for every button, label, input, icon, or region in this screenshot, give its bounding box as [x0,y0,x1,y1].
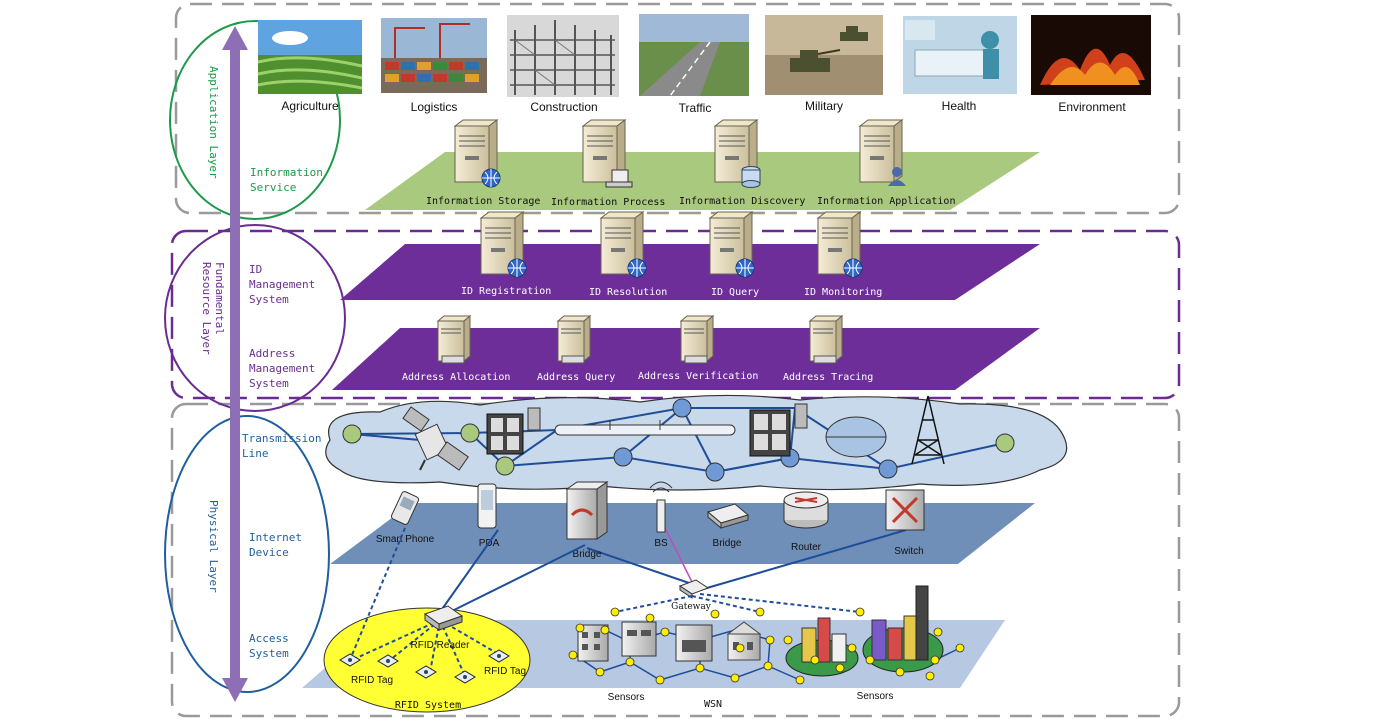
id-query-label: ID Query [711,287,759,298]
info-application-server [859,119,906,186]
info-storage-label: Information Storage [426,196,540,207]
address-allocation-label: Address Allocation [402,372,510,383]
app-caption-agriculture: Agriculture [281,99,339,113]
id-registration-label: ID Registration [461,286,551,297]
building-icon-2 [621,621,657,657]
app-caption-health: Health [942,99,977,113]
info-process-label: Information Process [551,197,665,208]
fundamental-layer-ellipse [164,224,346,412]
device-label-switch: Switch [894,546,923,557]
bridge-icon-right [706,503,750,530]
traffic-image [639,14,749,97]
rfid-tag-label-1: RFID Tag [351,675,393,686]
internet-device-plane [330,503,1035,564]
application-layer-ellipse [169,20,341,220]
rfid-system-label: RFID System [395,700,461,711]
info-application-label: Information Application [817,196,955,207]
app-caption-traffic: Traffic [679,101,712,115]
bridge-icon-left [565,481,609,540]
router-icon [783,491,829,529]
smart-phone-icon [390,491,420,525]
address-query-label: Address Query [537,372,615,383]
internet-device-text: Internet Device [249,531,302,559]
sensors-left-label: Sensors [608,692,645,703]
satellite-icon [402,406,469,471]
rfid-dashed-links [351,527,861,677]
application-layer-title: Application Layer [207,66,220,179]
access-system-text: Access System [249,632,289,660]
rfid-reader-icon [423,605,464,631]
device-links [586,529,907,591]
info-process-server [582,119,633,188]
id-management-text: ID Management System [249,263,316,306]
satellite-dish-icon [825,416,887,458]
sensors-right-label: Sensors [857,691,894,702]
pda-icon [477,483,497,529]
building-icon-3 [675,624,713,662]
agriculture-image [257,20,363,94]
app-captions: Agriculture Logistics Construction Traff… [281,99,1126,115]
rfid-system-ellipse [323,607,531,713]
info-storage-server [454,119,501,188]
app-caption-logistics: Logistics [411,100,458,114]
info-discovery-label: Information Discovery [679,196,805,207]
cable-bar-icon [554,420,736,436]
rfid-reader-label: RFID Reader [411,640,471,651]
physical-layer-title: Physical Layer [207,500,220,593]
id-resolution-label: ID Resolution [589,287,667,298]
fundamental-layer-title: Fundamental Resource Layer [200,262,226,355]
switch-icon [885,489,925,531]
info-discovery-server [714,119,761,188]
address-verification-label: Address Verification [638,371,758,382]
layer-double-arrow [222,26,248,702]
rfid-tag-label-2: RFID Tag [484,666,526,677]
wsn-sensor-nodes [568,607,965,685]
id-monitoring-label: ID Monitoring [804,287,882,298]
wsn-label: WSN [704,699,722,710]
bs-wireless-link [660,519,694,585]
device-label-bs: BS [654,538,668,549]
id-management-plane [340,244,1040,300]
application-layer-border [174,2,1181,215]
environment-image [1031,15,1151,95]
gateway-label: Gateway [671,602,712,612]
military-image [765,15,883,95]
address-tracing-label: Address Tracing [783,372,873,383]
rfid-links [439,529,586,613]
gateway-icon [678,579,710,599]
logistics-image [381,18,487,93]
device-label-bridge-1: Bridge [573,549,602,560]
address-management-text: Address Management System [249,347,316,390]
device-label-smart-phone: Smart Phone [376,534,435,545]
bs-antenna-icon [649,481,673,533]
data-center-icon-right [749,403,808,457]
app-caption-military: Military [805,99,843,113]
information-service-text: Information Service [250,166,323,194]
wsn-buildings [577,621,761,662]
health-image [903,16,1017,94]
data-center-icon-left [486,407,541,455]
app-images [257,14,1151,97]
app-caption-environment: Environment [1058,100,1126,114]
radio-tower-icon [911,395,945,465]
app-caption-construction: Construction [530,100,597,114]
transmission-line-text: Transmission Line [242,432,322,460]
physical-layer-ellipse [164,415,330,693]
device-label-bridge-2: Bridge [713,538,742,549]
device-label-router: Router [791,542,822,553]
construction-image [507,15,619,97]
